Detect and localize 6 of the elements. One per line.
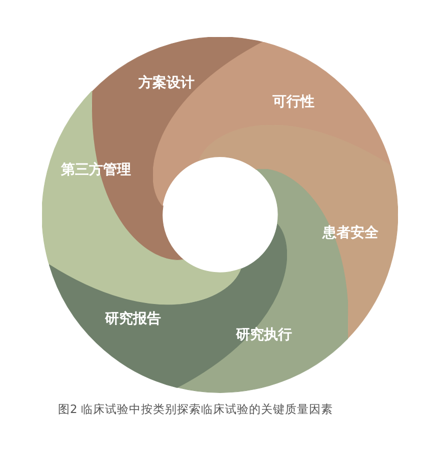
segment-label: 患者安全 xyxy=(322,224,378,242)
segment-label: 研究报告 xyxy=(105,310,162,328)
figure-caption: 图2 临床试验中按类别探索临床试验的关键质量因素 xyxy=(58,402,333,417)
segment-label: 可行性 xyxy=(272,92,315,111)
segment-label: 研究执行 xyxy=(236,326,292,344)
segment-label: 方案设计 xyxy=(138,74,195,92)
